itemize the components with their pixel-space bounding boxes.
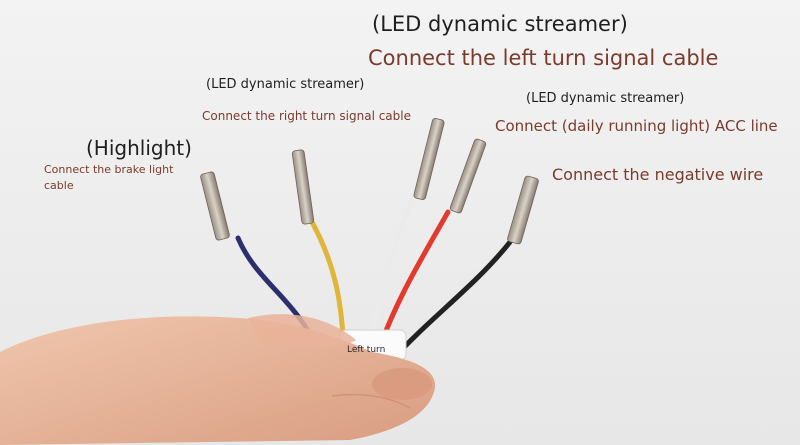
right-turn-signal-label: Connect the right turn signal cable [202,109,411,123]
black-terminal [507,175,539,245]
led-streamer-heading-left-turn: (LED dynamic streamer) [372,12,628,36]
left-turn-signal-label: Connect the left turn signal cable [368,46,719,70]
black-wire [389,239,513,363]
led-streamer-heading-right-turn: (LED dynamic streamer) [206,77,365,92]
sleeve-label: Left turn [347,345,386,355]
negative-wire-label: Connect the negative wire [552,165,764,184]
brake-light-label: Connect the brake light cable [44,163,174,192]
white-terminal [413,118,445,200]
led-streamer-heading-acc: (LED dynamic streamer) [526,91,685,106]
red-terminal [449,138,487,214]
acc-line-label: Connect (daily running light) ACC line [495,117,778,135]
yellow-terminal [291,149,315,225]
hand [0,314,436,445]
highlight-heading: (Highlight) [86,136,192,160]
navy-terminal [200,171,230,241]
